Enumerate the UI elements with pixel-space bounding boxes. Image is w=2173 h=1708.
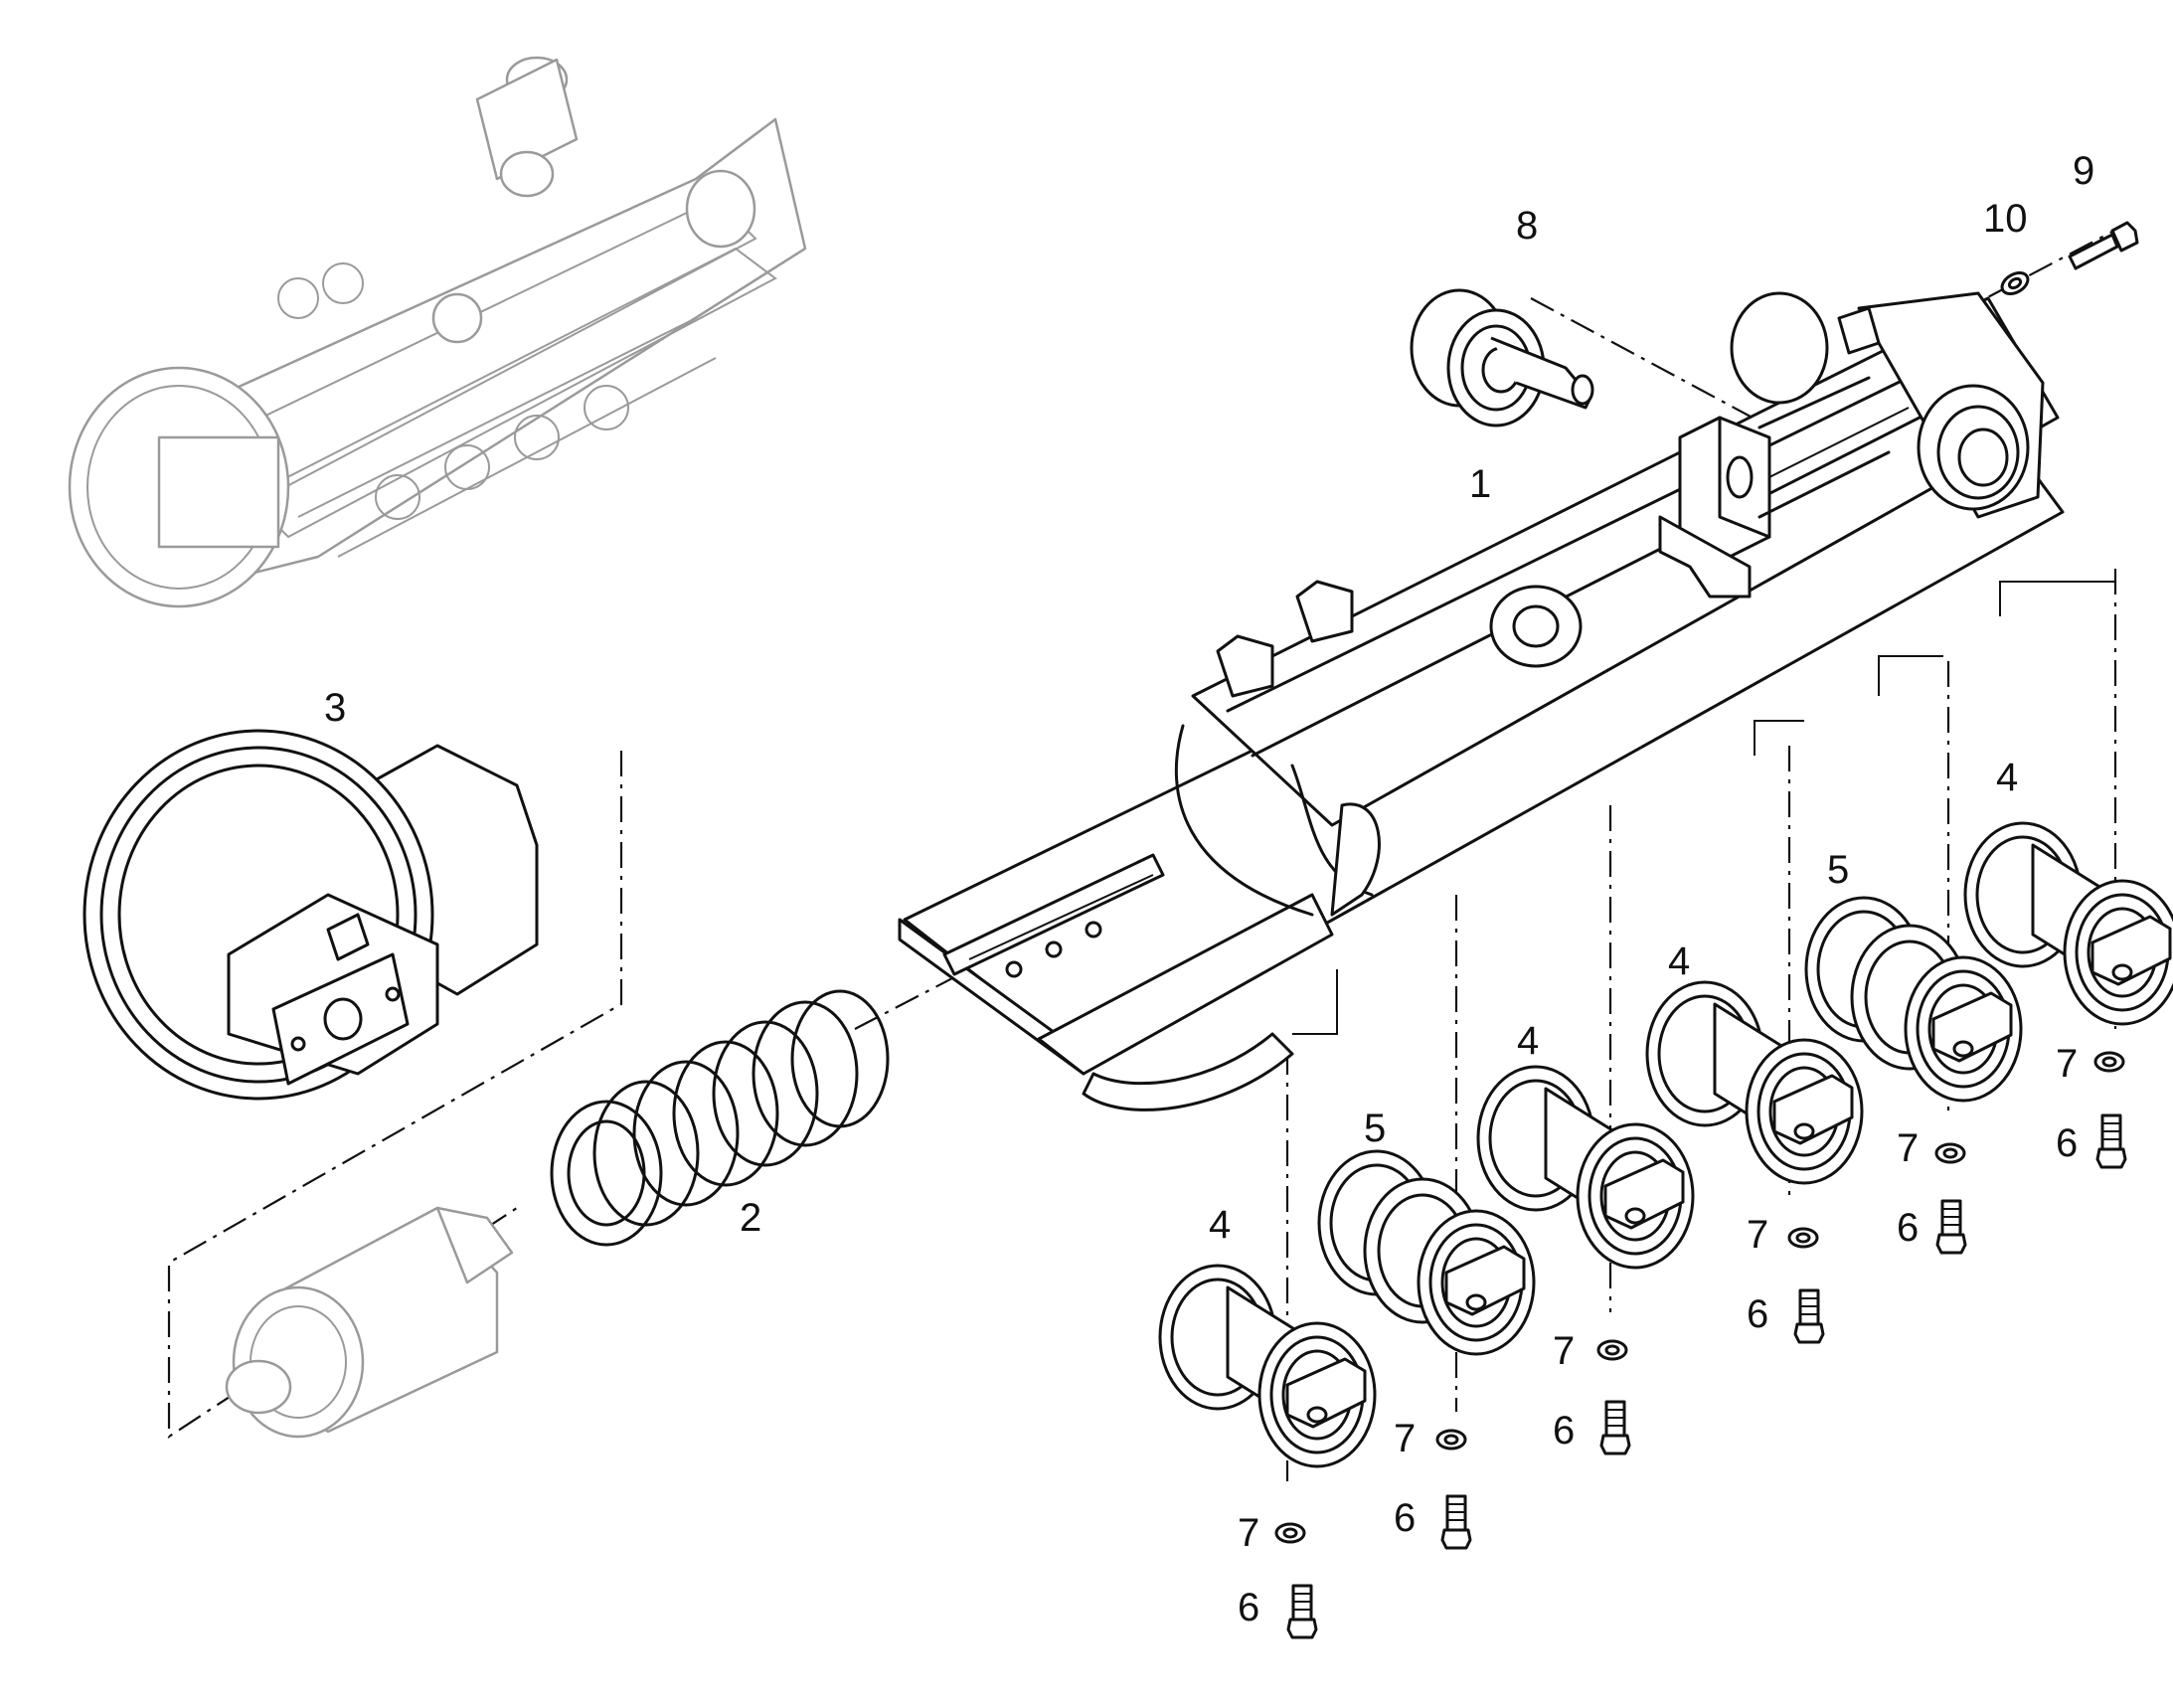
callout-7: 7 <box>1553 1329 1575 1373</box>
callout-7: 7 <box>1747 1213 1768 1257</box>
tensioner-cylinder <box>225 1206 514 1439</box>
callout-5: 5 <box>1364 1107 1386 1150</box>
callout-4: 4 <box>1209 1203 1231 1247</box>
callout-6: 6 <box>2056 1121 2078 1165</box>
callout-6: 6 <box>1553 1409 1575 1452</box>
callout-1: 1 <box>1469 462 1491 506</box>
washer <box>1934 1142 1966 1164</box>
track-frame <box>898 291 2065 1111</box>
washer <box>1596 1339 1628 1361</box>
callout-6: 6 <box>1747 1292 1768 1336</box>
bolt <box>1599 1400 1631 1455</box>
callout-7: 7 <box>2056 1042 2078 1086</box>
bolt <box>1440 1494 1472 1550</box>
assembled-view-illustration <box>68 56 807 608</box>
bolt <box>1286 1584 1318 1639</box>
callout-4: 4 <box>1517 1019 1539 1063</box>
callout-3: 3 <box>324 686 346 730</box>
callout-8: 8 <box>1516 204 1538 248</box>
idler-assembly <box>83 729 539 1101</box>
callout-7: 7 <box>1238 1511 1259 1555</box>
washer <box>2093 1051 2125 1073</box>
bolt <box>2095 1113 2127 1169</box>
callout-5: 5 <box>1827 848 1849 892</box>
callout-7: 7 <box>1394 1417 1416 1460</box>
callout-6: 6 <box>1238 1586 1259 1629</box>
callout-6: 6 <box>1897 1206 1919 1250</box>
top-washer <box>1996 266 2034 300</box>
bolt <box>1793 1288 1825 1344</box>
track-roller <box>1158 1264 1377 1468</box>
washer <box>1787 1227 1819 1249</box>
top-bolt <box>2068 221 2139 270</box>
washer <box>1435 1429 1467 1451</box>
recoil-spring <box>550 989 890 1247</box>
callout-9: 9 <box>2073 149 2094 193</box>
callout-10: 10 <box>1983 197 2028 241</box>
washer <box>1274 1522 1306 1544</box>
callout-4: 4 <box>1668 939 1690 983</box>
callout-2: 2 <box>740 1196 761 1240</box>
carrier-roller <box>1410 288 1594 427</box>
callout-6: 6 <box>1394 1496 1416 1540</box>
callout-7: 7 <box>1897 1126 1919 1170</box>
bolt <box>1935 1199 1967 1255</box>
callout-4: 4 <box>1996 756 2018 799</box>
